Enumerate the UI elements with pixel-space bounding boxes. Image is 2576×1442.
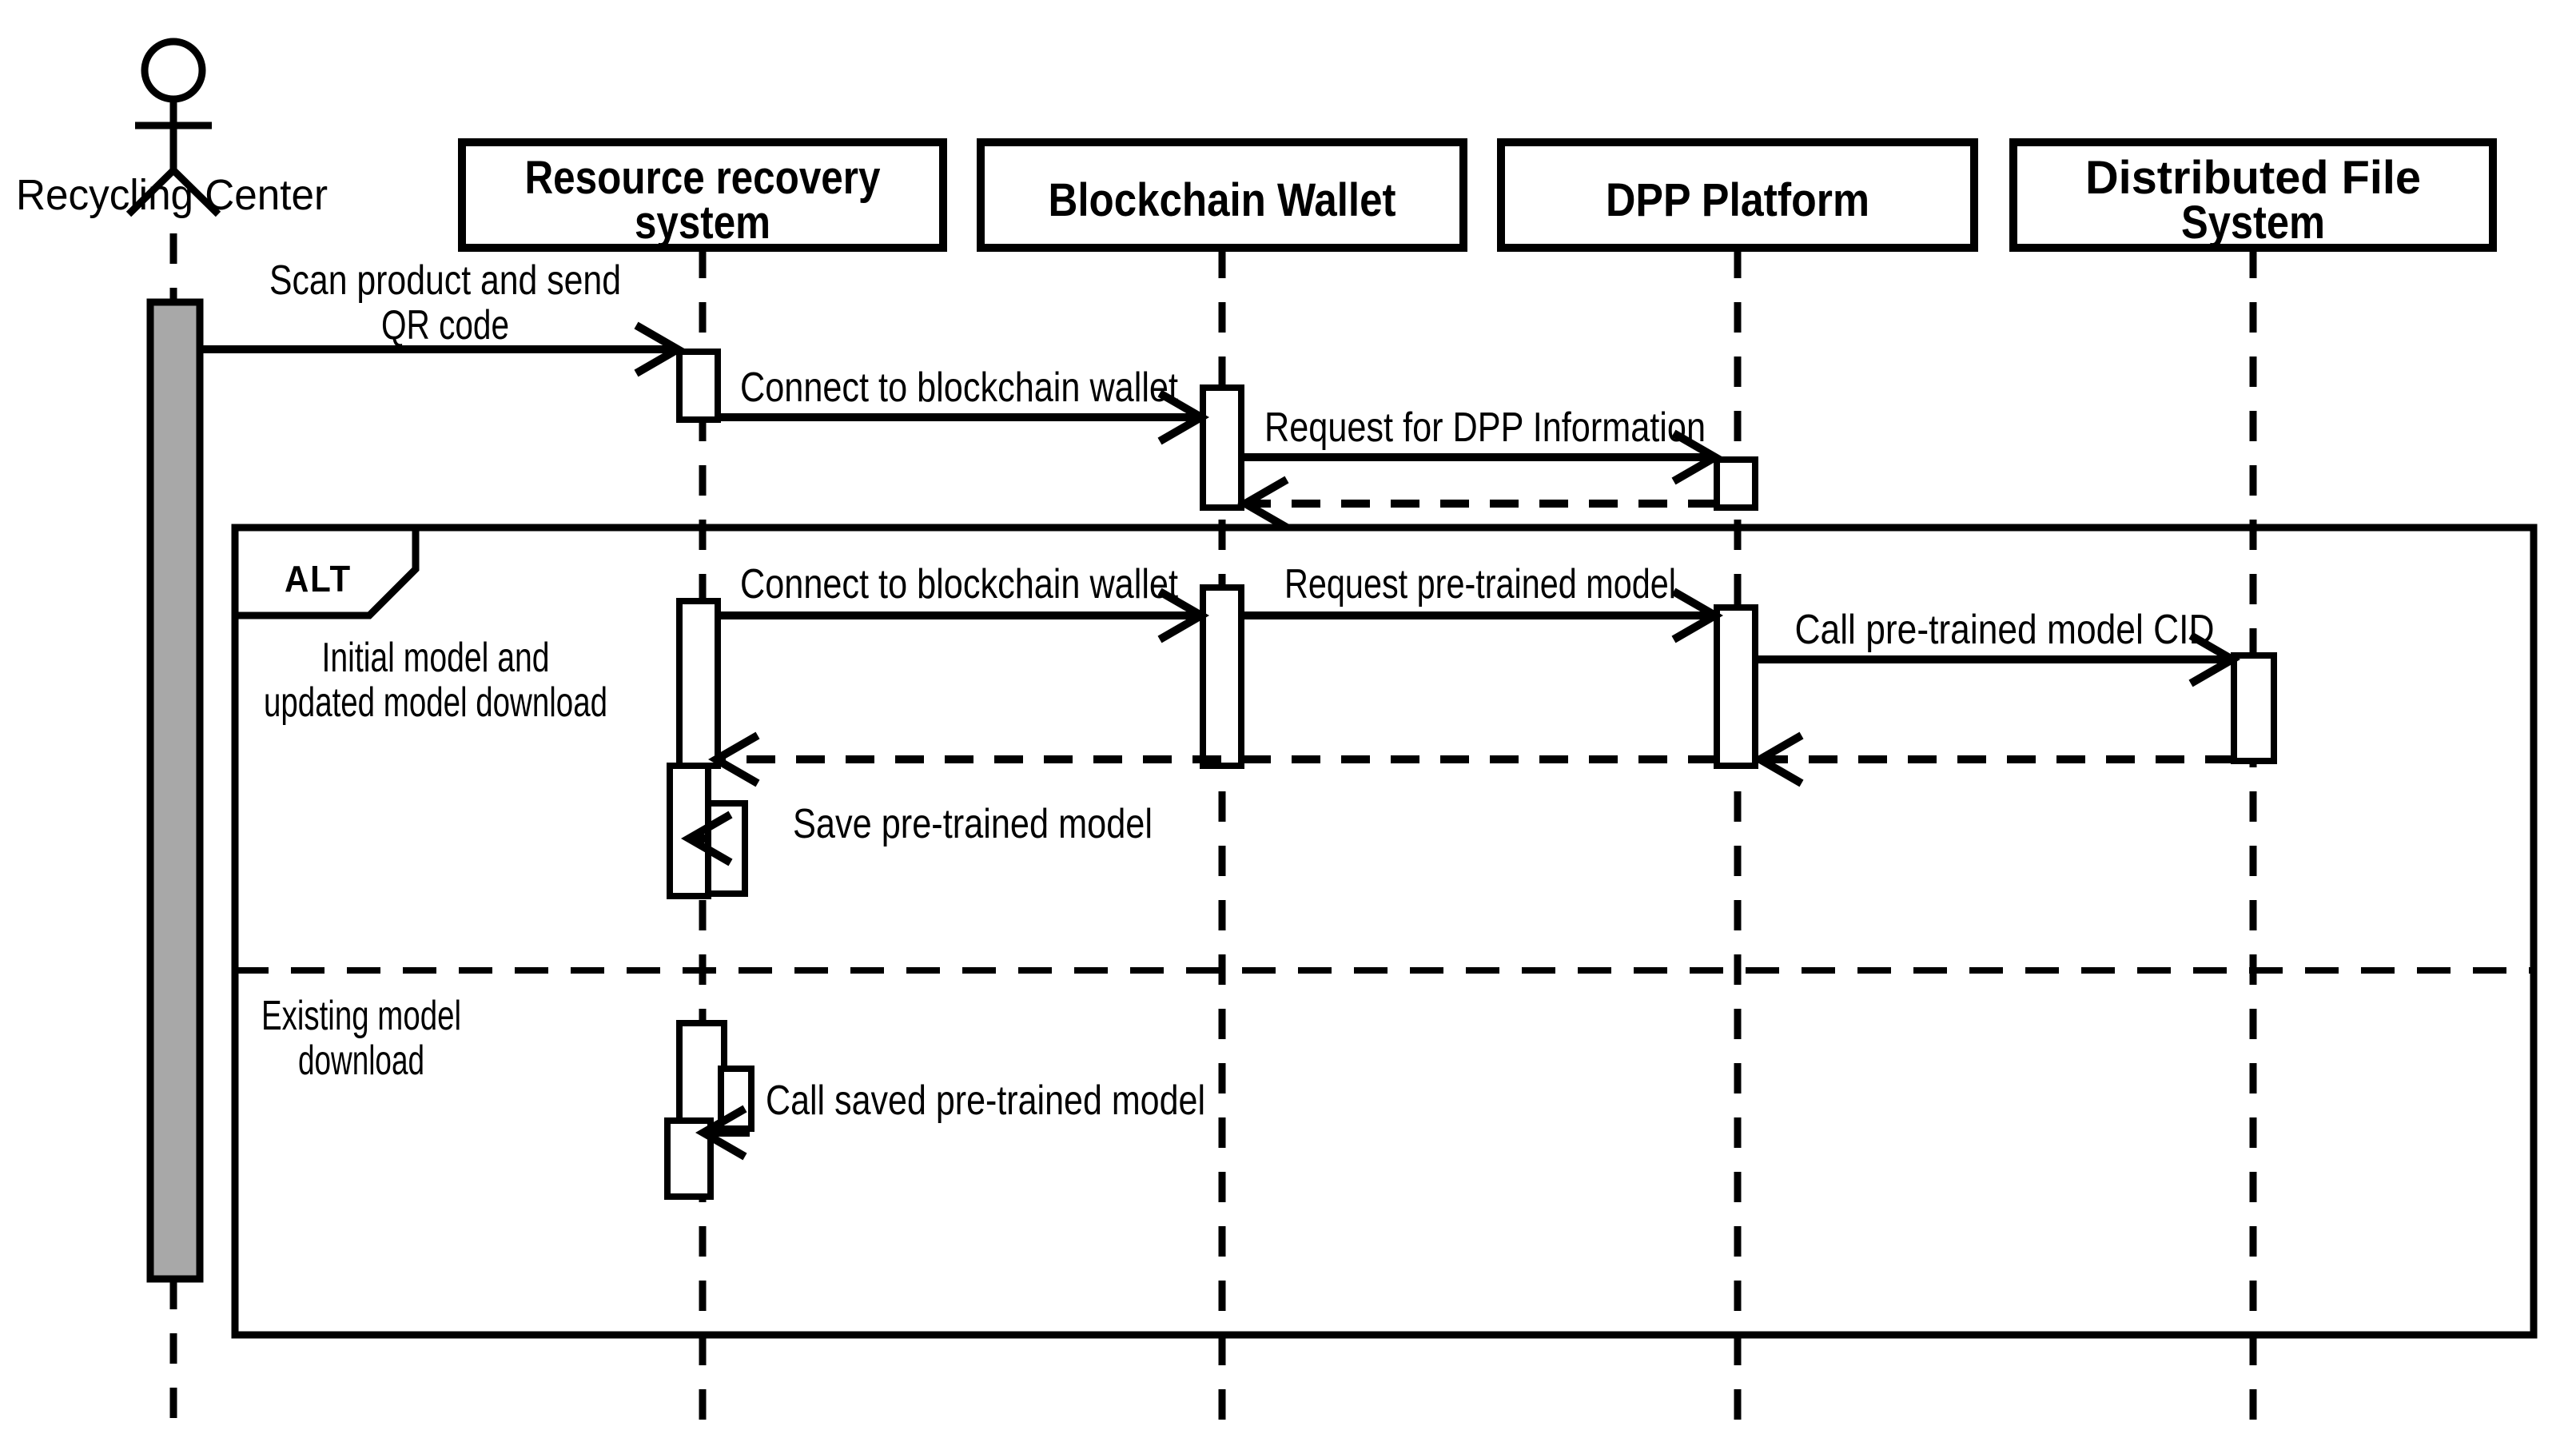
alt-frame-pentagon [231,524,420,619]
message-request-pretrained-model: Request pre-trained model [1241,561,1724,643]
arrowhead-right-icon [1157,389,1210,445]
header-box [458,138,947,252]
message-label: Call pre-trained model CID [1795,607,2215,653]
message-label: Connect to blockchain wallet [740,561,1178,607]
message-return-dpp-information [1236,476,1717,532]
arrowhead-right-icon [634,321,687,377]
lifeline-header-distributed-file-system: Distributed File System [2009,138,2497,252]
arrowhead-right-icon [1671,588,1724,643]
actor-activation-bar [146,298,204,1283]
activation-bw-2 [1200,584,1244,769]
message-scan-product: Scan product and send QR code [200,257,687,377]
message-label-line2: QR code [381,302,509,349]
activation-dpp-2 [1714,604,1758,769]
alt-frame: ALT Initial model and updated model down… [231,524,2538,1339]
actor-head-icon [141,38,206,103]
header-box [1497,138,1978,252]
activation-dfs-1 [2231,652,2277,764]
activation-rrs-4 [676,1020,727,1129]
header-label-line1: Distributed File [2085,152,2421,204]
actor-right-leg-icon [170,167,221,217]
arrowhead-left-icon [680,811,733,866]
header-label-line1: DPP Platform [1606,174,1869,226]
message-label: Request for DPP Information [1264,404,1706,451]
message-request-dpp-information: Request for DPP Information [1241,404,1724,485]
lifeline-headers: Resource recovery system Blockchain Wall… [458,138,2497,252]
message-call-saved-model: Call saved pre-trained model [695,1078,1205,1161]
alt-frame-border [231,524,2538,1339]
arrowhead-right-icon [1671,429,1724,485]
actor-recycling-center: Recycling Center [16,38,328,219]
message-label: Connect to blockchain wallet [740,364,1178,411]
message-label-line1: Scan product and send [269,257,621,304]
activation-rrs-2 [676,598,721,769]
lifeline-header-blockchain-wallet: Blockchain Wallet [977,138,1467,252]
guard-line1: Initial model and [322,635,550,681]
activation-bars [664,349,2277,1200]
alt-frame-label: ALT [285,558,352,600]
message-connect-wallet-2: Connect to blockchain wallet [718,561,1210,643]
lifeline-header-resource-recovery-system: Resource recovery system [458,138,947,252]
message-return-model [707,731,1717,787]
arrowhead-left-icon [1236,476,1289,532]
message-return-cid [1751,731,2234,787]
header-label-line1: Resource recovery [525,152,881,204]
header-label-line2: system [635,197,770,249]
alt-guard-initial-model: Initial model and updated model download [264,635,607,726]
guard-line2: updated model download [264,679,607,726]
actor-left-leg-icon [125,167,177,217]
arrowhead-left-icon [707,731,760,787]
header-label-line2: System [2181,197,2325,249]
activation-bw-1 [1200,384,1244,511]
arrowhead-left-icon [1751,731,1804,787]
lifelines [169,233,2257,1428]
arrowhead-right-icon [2188,631,2241,687]
guard-line1: Existing model [261,993,461,1039]
message-connect-wallet-1: Connect to blockchain wallet [718,364,1210,445]
alt-guard-existing-model: Existing model download [261,993,461,1084]
arrowhead-left-icon [695,1105,747,1161]
messages: Scan product and send QR code Connect to… [200,257,2241,1161]
lifeline-header-dpp-platform: DPP Platform [1497,138,1978,252]
activation-rrs-1 [676,349,721,423]
header-label-line1: Blockchain Wallet [1049,174,1396,226]
message-save-pretrained-model: Save pre-trained model [680,801,1153,866]
message-label: Save pre-trained model [793,801,1153,847]
header-box [977,138,1467,252]
guard-line2: download [298,1038,424,1084]
message-label: Request pre-trained model [1284,561,1676,607]
arrowhead-right-icon [1157,588,1210,643]
activation-dpp-1 [1714,456,1758,511]
actor-label: Recycling Center [16,171,328,219]
message-label: Call saved pre-trained model [766,1078,1205,1124]
message-call-pretrained-cid: Call pre-trained model CID [1755,607,2241,687]
